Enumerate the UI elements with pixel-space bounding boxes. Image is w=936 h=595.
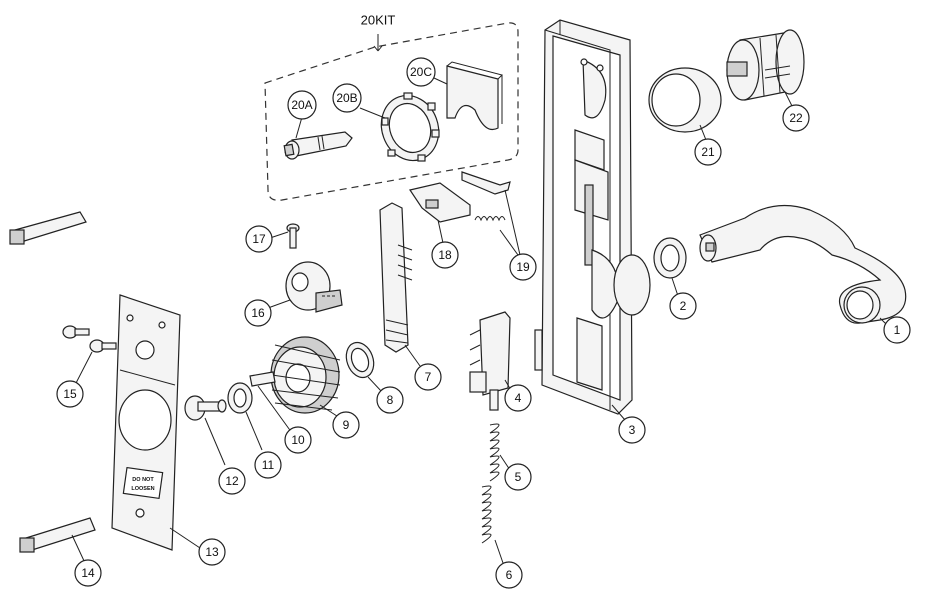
callout-7: 7 [414,363,442,391]
svg-text:12: 12 [225,474,239,488]
part-20c-clip [433,61,503,131]
part-8-washer [345,341,383,393]
part-19-spring-clip [461,171,521,256]
callout-4: 4 [504,384,532,412]
callout-12: 12 [218,467,246,495]
callout-17: 17 [245,225,273,253]
kit-label: 20KIT [361,13,396,28]
svg-text:4: 4 [515,391,522,405]
callout-22: 22 [782,104,810,132]
svg-text:5: 5 [515,470,522,484]
callout-16: 16 [244,299,272,327]
svg-text:6: 6 [506,568,513,582]
part-4-latch-bolt [469,311,513,411]
callout-15: 15 [56,380,84,408]
svg-text:19: 19 [516,260,530,274]
part-21-trim-ring [648,67,722,141]
part-10-key-pin [249,371,293,434]
svg-text:8: 8 [387,393,394,407]
callout-20c: 20C [406,57,436,87]
part-22-cylinder [726,29,805,107]
part-9-gear [270,336,341,419]
svg-text:1: 1 [894,323,901,337]
svg-text:2: 2 [680,299,687,313]
part-14-standoff-upper [9,211,87,245]
svg-text:11: 11 [262,458,275,472]
part-16-cam [267,261,343,313]
part-2-washer [653,237,687,297]
part-3-housing [534,19,651,421]
svg-text:9: 9 [343,418,350,432]
svg-text:18: 18 [438,248,452,262]
part-20a-tailpiece [283,116,353,160]
callout-8: 8 [376,386,404,414]
callout-21: 21 [694,138,722,166]
svg-text:20A: 20A [291,98,312,112]
svg-text:10: 10 [291,433,305,447]
svg-text:17: 17 [252,232,266,246]
callout-13: 13 [198,538,226,566]
svg-text:15: 15 [63,387,77,401]
svg-text:16: 16 [251,306,265,320]
svg-text:21: 21 [701,145,715,159]
part-17-screw [269,223,300,249]
callout-14: 14 [74,559,102,587]
callout-5: 5 [504,463,532,491]
callout-20a: 20A [287,90,317,120]
callout-19: 19 [509,253,537,281]
svg-text:20B: 20B [336,91,357,105]
svg-text:3: 3 [629,423,636,437]
callout-18: 18 [431,241,459,269]
part-11-snap-ring [227,382,263,451]
callout-3: 3 [618,416,646,444]
callout-10: 10 [284,426,312,454]
part-13-plate: DO NOT LOOSEN [111,294,201,551]
part-12-star-shaft [184,395,227,466]
callout-2: 2 [669,292,697,320]
part-7-rack [379,202,421,367]
svg-text:13: 13 [205,545,219,559]
svg-text:20C: 20C [410,65,432,79]
svg-text:22: 22 [789,111,803,125]
callouts: 1 2 3 4 5 6 7 8 9 10 11 12 13 14 15 16 1… [56,57,911,589]
kit-20-group: 20KIT [264,13,519,201]
svg-text:7: 7 [425,370,432,384]
callout-1: 1 [883,316,911,344]
part-15-screws [62,325,117,386]
part-18-latch-slide [409,182,471,244]
callout-9: 9 [332,411,360,439]
plate-label-line2: LOOSEN [131,486,154,492]
svg-text:14: 14 [81,566,95,580]
plate-label-line1: DO NOT [132,477,154,483]
kit-dashed-outline [264,22,519,201]
part-1-lever-handle [699,204,907,329]
part-20b-ring-nut [359,92,440,162]
callout-11: 11 [254,451,282,479]
part-14-standoff-lower [19,517,96,564]
callout-6: 6 [495,561,523,589]
part-6-spring [481,485,504,564]
callout-20b: 20B [332,83,362,113]
